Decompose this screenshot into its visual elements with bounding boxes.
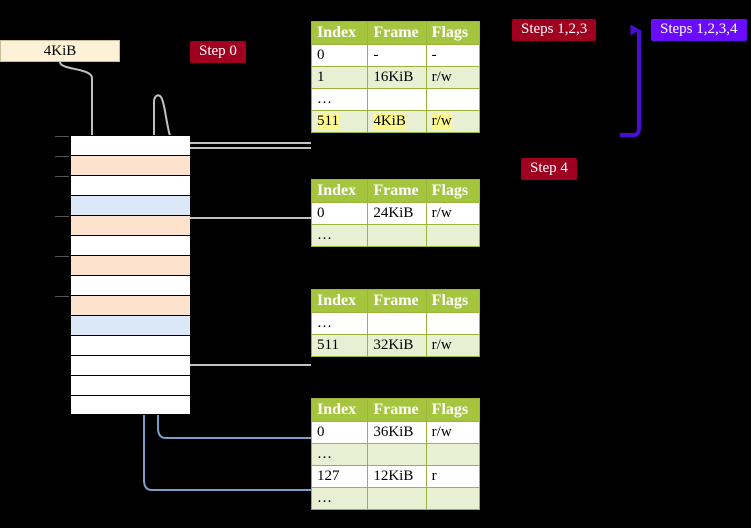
cell-frame — [367, 443, 427, 466]
badge-steps-123: Steps 1,2,3 — [512, 19, 597, 41]
column-header-index: Index — [310, 398, 369, 422]
cell-frame: 16KiB — [367, 66, 427, 89]
memory-tick-mark — [55, 296, 69, 297]
memory-frame-row — [71, 355, 190, 375]
table-row: … — [310, 443, 481, 466]
column-header-frame: Frame — [367, 179, 427, 203]
cell-flags: r/w — [425, 334, 481, 357]
frame-size-label: 4KiB — [43, 42, 77, 59]
cell-flags: r/w — [425, 66, 481, 89]
badge-steps-1234: Steps 1,2,3,4 — [651, 19, 747, 41]
table-row: … — [310, 224, 481, 247]
cell-flags: - — [425, 44, 481, 67]
cell-flags — [425, 487, 481, 510]
column-header-flags: Flags — [425, 179, 481, 203]
cell-frame — [367, 224, 427, 247]
cell-frame: 36KiB — [367, 421, 427, 444]
cell-flags — [425, 88, 481, 111]
cell-flags: r/w — [425, 421, 481, 444]
memory-tick-mark — [55, 176, 69, 177]
memory-tick-mark — [55, 216, 69, 217]
cell-flags — [425, 443, 481, 466]
cell-index: … — [310, 88, 369, 111]
table-row: … — [310, 312, 481, 335]
cell-frame: 4KiB — [367, 110, 427, 133]
table-row: … — [310, 487, 481, 510]
frame-size-box: 4KiB — [0, 40, 120, 62]
badge-step-4: Step 4 — [521, 158, 577, 180]
cell-flags: r — [425, 465, 481, 488]
memory-frame-row — [55, 215, 190, 235]
column-header-flags: Flags — [425, 398, 481, 422]
cell-frame: 24KiB — [367, 202, 427, 225]
connector-table2-to-memory — [176, 217, 311, 259]
cell-index: 0 — [310, 421, 369, 444]
cell-index: 0 — [310, 44, 369, 67]
memory-frame-row — [71, 375, 190, 395]
cell-frame: 32KiB — [367, 334, 427, 357]
cell-index: 511 — [310, 110, 369, 133]
cell-frame: - — [367, 44, 427, 67]
cell-index: 0 — [310, 202, 369, 225]
cell-index: 511 — [310, 334, 369, 357]
memory-tick-mark — [55, 136, 69, 137]
cell-flags — [425, 224, 481, 247]
column-header-frame: Frame — [367, 21, 427, 45]
badge-step-0: Step 0 — [190, 41, 246, 63]
cell-frame — [367, 312, 427, 335]
memory-frame-row — [71, 275, 190, 295]
memory-frame-row — [55, 135, 190, 155]
cell-index: 1 — [310, 66, 369, 89]
memory-frame-row — [55, 155, 190, 175]
purple-bracket-arrow — [620, 24, 641, 137]
memory-frame-row — [71, 315, 190, 335]
cell-frame: 12KiB — [367, 465, 427, 488]
memory-frame-row — [71, 335, 190, 355]
memory-frame-row — [55, 255, 190, 275]
column-header-frame: Frame — [367, 398, 427, 422]
cell-index: … — [310, 443, 369, 466]
memory-tick-mark — [55, 156, 69, 157]
cell-flags — [425, 312, 481, 335]
table-row: … — [310, 88, 481, 111]
memory-tick-mark — [55, 256, 69, 257]
connector-memory-to-table3 — [170, 316, 311, 366]
column-header-index: Index — [310, 179, 369, 203]
column-header-flags: Flags — [425, 21, 481, 45]
cell-frame — [367, 487, 427, 510]
cell-index: … — [310, 312, 369, 335]
column-header-index: Index — [310, 289, 369, 313]
memory-frame-row — [55, 295, 190, 315]
cell-flags: r/w — [425, 202, 481, 225]
cell-index: 127 — [310, 465, 369, 488]
memory-frame-row — [71, 195, 190, 215]
cell-index: … — [310, 224, 369, 247]
table-row: 0-- — [310, 44, 481, 67]
memory-frame-row — [55, 175, 190, 195]
column-header-frame: Frame — [367, 289, 427, 313]
connector-mem-to-level3 — [175, 147, 311, 172]
physical-memory-grid — [55, 135, 190, 415]
memory-frame-row — [71, 395, 190, 415]
cell-index: … — [310, 487, 369, 510]
cell-frame — [367, 88, 427, 111]
memory-frame-row — [71, 235, 190, 255]
column-header-flags: Flags — [425, 289, 481, 313]
cell-flags: r/w — [425, 110, 481, 133]
column-header-index: Index — [310, 21, 369, 45]
